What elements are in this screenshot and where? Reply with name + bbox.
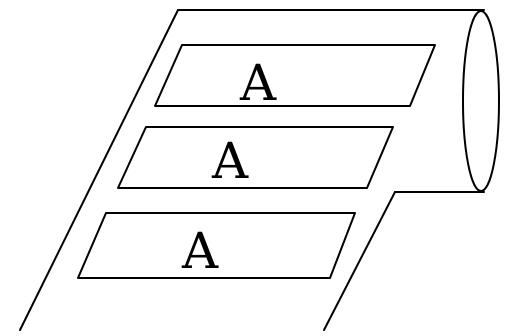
roll-cylinder-end (463, 11, 499, 191)
label-middle-box (118, 127, 393, 188)
sheet-left-edge (20, 10, 178, 330)
label-bottom-text: A (181, 222, 219, 280)
label-top-box (155, 45, 435, 106)
label-middle-text: A (211, 132, 249, 190)
label-top-text: A (239, 54, 277, 112)
